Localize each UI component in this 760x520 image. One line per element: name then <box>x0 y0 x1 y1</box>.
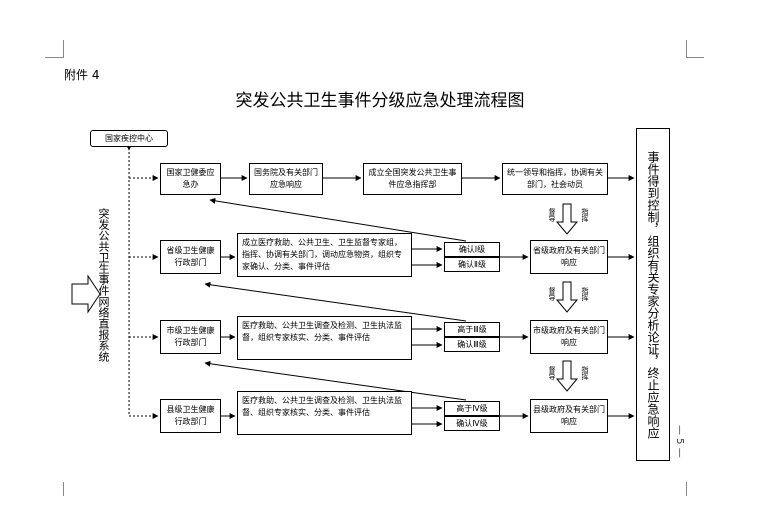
row2-confirm-a: 确认Ⅰ级 <box>444 242 500 257</box>
crop-mark-tl-v <box>63 40 64 58</box>
row3-confirm-a: 高于Ⅲ级 <box>444 322 500 337</box>
row1-state-council: 国务院及有关部门应急响应 <box>249 163 323 195</box>
row4-health-commission: 县级卫生健康行政部门 <box>160 399 221 433</box>
row1-command: 成立全国突发公共卫生事件应急指挥部 <box>363 163 462 195</box>
crop-mark-br-v <box>686 482 687 496</box>
cdc-node: 国家疾控中心 <box>90 130 168 147</box>
row4-confirm-b: 确认Ⅳ级 <box>444 416 500 431</box>
right-outcome-label: 事件得到控制，组织有关专家分析论证，终止应急响应 <box>646 150 660 439</box>
hollow-arrow-3 <box>555 360 579 392</box>
row2-confirm-b: 确认Ⅱ级 <box>444 257 500 272</box>
arrow-label-supervise-1: 督导 <box>548 208 556 222</box>
row1-health-commission: 国家卫健委应急办 <box>160 163 221 195</box>
row3-actions: 医疗救助、公共卫生调查及检测、卫生执法监督，组织专家核实、分类、事件评估 <box>237 316 412 360</box>
hollow-arrow-1 <box>555 203 579 235</box>
page-title: 突发公共卫生事件分级应急处理流程图 <box>235 91 525 111</box>
annex-label: 附件 4 <box>64 68 100 82</box>
page-number: — 5 — <box>674 425 685 458</box>
row3-health-commission: 市级卫生健康行政部门 <box>160 320 221 354</box>
row3-gov: 市级政府及有关部门响应 <box>530 320 608 354</box>
row4-confirm-a: 高于Ⅳ级 <box>444 401 500 416</box>
crop-mark-bl-v <box>63 482 64 496</box>
arrow-label-supervise-3: 督导 <box>548 366 556 380</box>
row4-gov: 县级政府及有关部门响应 <box>530 399 608 433</box>
arrow-label-direct-1: 指挥 <box>581 208 589 222</box>
crop-mark-tr-h <box>686 57 704 58</box>
row4-actions: 医疗救助、公共卫生调查及检测、卫生执法监督、组织专家核实、分类、事件评估 <box>237 391 412 435</box>
crop-mark-tl-h <box>45 57 63 58</box>
left-big-arrow <box>71 274 101 314</box>
row3-confirm-b: 确认Ⅲ级 <box>444 337 500 352</box>
arrow-label-supervise-2: 督导 <box>548 287 556 301</box>
row2-gov: 省级政府及有关部门响应 <box>530 240 608 274</box>
left-vertical-label: 突发公共卫生事件网络直报系统 <box>97 208 110 362</box>
arrow-label-direct-3: 指挥 <box>581 366 589 380</box>
row2-actions: 成立医疗救助、公共卫生、卫生监督专家组，指挥、协调有关部门，调动应急物资，组织专… <box>237 233 412 277</box>
crop-mark-tr-v <box>686 40 687 58</box>
hollow-arrow-2 <box>555 281 579 313</box>
arrow-label-direct-2: 指挥 <box>581 287 589 301</box>
row2-health-commission: 省级卫生健康行政部门 <box>160 240 221 274</box>
row1-unified: 统一领导和指挥，协调有关部门，社会动员 <box>502 163 608 195</box>
right-outcome-box: 事件得到控制，组织有关专家分析论证，终止应急响应 <box>636 128 670 461</box>
